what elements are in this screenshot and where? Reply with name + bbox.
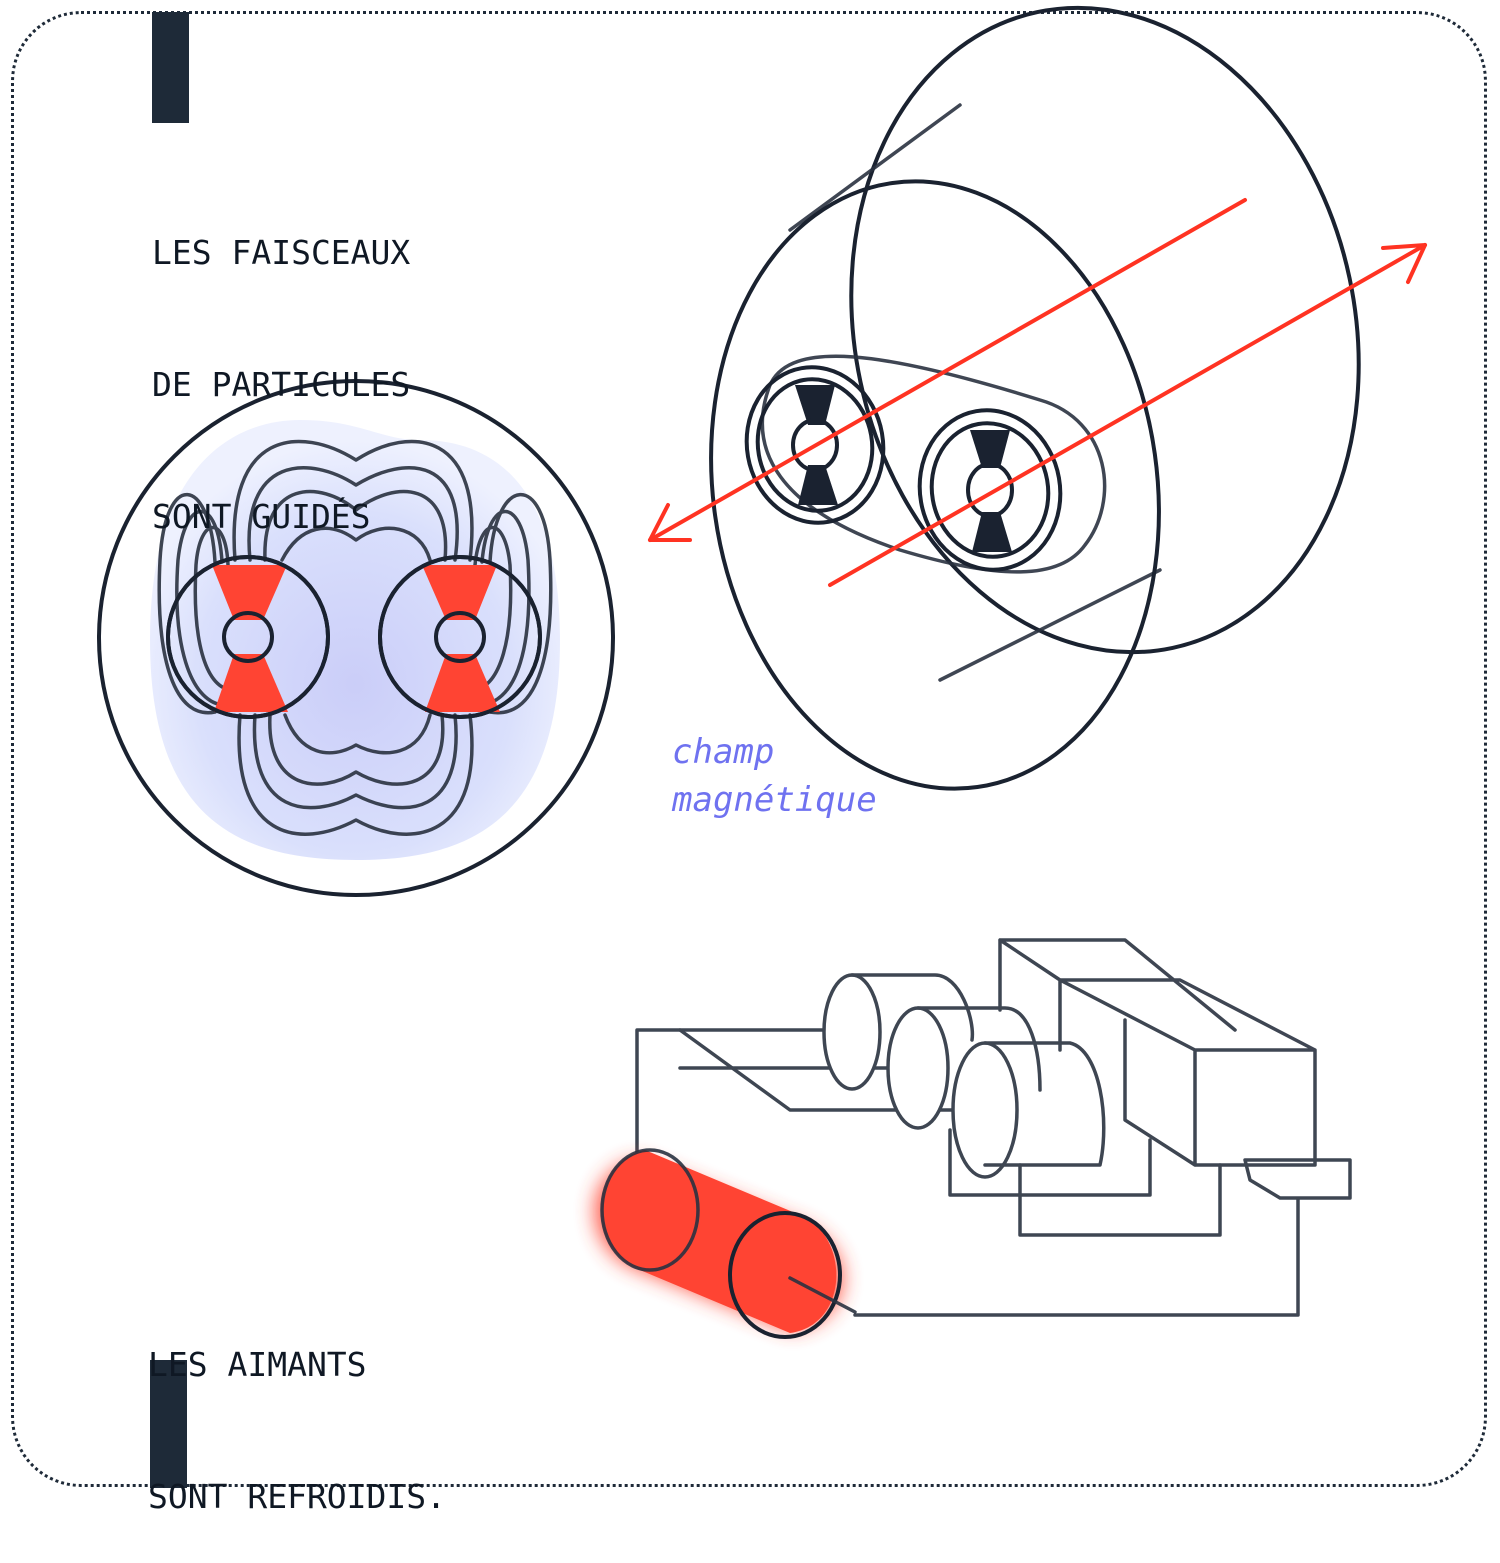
heading-particle-beams: LES FAISCEAUX DE PARTICULES SONT GUIDÉS xyxy=(152,143,410,583)
beam-arrow-left xyxy=(648,198,1247,542)
left-aperture-ring xyxy=(166,555,330,719)
small-cylinder-2-body xyxy=(916,1006,1042,1092)
field-label-line: champ xyxy=(672,732,775,772)
illustrations xyxy=(97,5,1427,1339)
large-box xyxy=(998,938,1317,1167)
magnetic-field-label: champ magnétique xyxy=(672,728,877,824)
right-coil-bottom xyxy=(425,654,500,712)
heading-magnets-cooled: LES AIMANTS SONT REFROIDIS. xyxy=(148,1255,446,1563)
small-cylinder-1 xyxy=(822,973,882,1091)
beam-pipe-cylinder xyxy=(648,5,1427,791)
red-cryo-cylinder xyxy=(595,1148,857,1339)
right-beam-pipe xyxy=(434,611,486,663)
cyl-right-coil-top xyxy=(970,430,1010,468)
red-cylinder-outlet xyxy=(788,1276,857,1314)
heading-line: DE PARTICULES xyxy=(152,365,411,404)
heading-line: LES AIMANTS xyxy=(148,1345,367,1384)
small-cylinder-2 xyxy=(886,1006,950,1130)
cylinder-bottom-edge xyxy=(938,568,1162,682)
arrowhead-left-icon xyxy=(648,503,692,542)
cylinder-back-rim xyxy=(849,5,1361,655)
red-cylinder-back-rim xyxy=(600,1148,700,1272)
field-label-line: magnétique xyxy=(672,780,877,820)
return-pipe xyxy=(853,1158,1352,1317)
bottom-accent-bar xyxy=(150,1360,187,1488)
heading-line: LES FAISCEAUX xyxy=(152,233,411,272)
cyl-left-coil-top xyxy=(795,385,835,425)
red-cylinder-body xyxy=(601,1150,837,1333)
right-coil-top xyxy=(422,565,497,620)
left-coil-top xyxy=(212,565,287,620)
cylinder-front-face xyxy=(709,179,1161,791)
left-beam-pipe xyxy=(222,611,274,663)
cyl-left-aperture-inner xyxy=(755,377,875,513)
arrowhead-right-icon xyxy=(1381,243,1427,284)
heading-line: SONT REFROIDIS. xyxy=(148,1477,447,1516)
cyl-right-aperture xyxy=(917,408,1063,572)
left-coil-bottom xyxy=(214,654,288,712)
box-lower-2 xyxy=(1018,1163,1222,1237)
top-accent-bar xyxy=(152,12,189,123)
cyl-left-aperture xyxy=(744,365,886,525)
heading-line: SONT GUIDÉS xyxy=(152,497,371,536)
cryogenic-system xyxy=(635,938,1352,1317)
dipole-cross-section xyxy=(97,379,615,897)
box-lower-1 xyxy=(948,1128,1152,1197)
small-cylinder-3 xyxy=(951,1041,1019,1179)
cyl-right-pipe xyxy=(966,462,1014,518)
field-lines xyxy=(157,439,553,836)
beam-arrow-right xyxy=(828,243,1427,587)
cyl-left-coil-bottom xyxy=(798,465,838,505)
cyl-left-pipe xyxy=(791,418,839,472)
red-cylinder-front-rim xyxy=(728,1211,842,1339)
outer-yoke-circle xyxy=(97,379,615,897)
base-slab xyxy=(635,1028,992,1162)
cyl-right-aperture-inner xyxy=(929,421,1051,559)
small-cylinder-1-body xyxy=(850,973,975,1042)
cylinder-top-edge xyxy=(788,103,962,232)
cyl-right-coil-bottom xyxy=(972,512,1012,552)
pipe-lines-top xyxy=(678,1028,922,1070)
beam-arrows xyxy=(648,198,1427,587)
right-aperture-ring xyxy=(378,555,542,719)
small-cylinder-3-body xyxy=(983,1041,1106,1167)
page-frame xyxy=(11,11,1487,1487)
